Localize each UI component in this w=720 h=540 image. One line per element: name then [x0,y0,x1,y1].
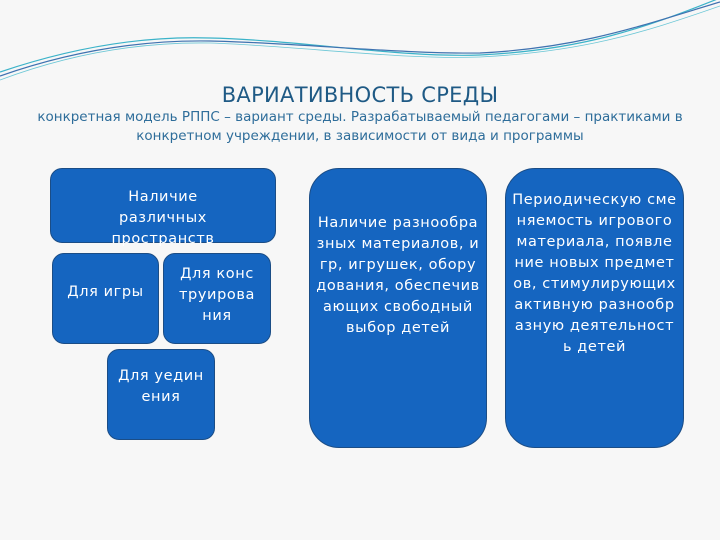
box-privacy: Для уединения [107,349,215,440]
box-play: Для игры [52,253,159,344]
slide-title: ВАРИАТИВНОСТЬ СРЕДЫ [221,83,499,107]
box-materials: Наличие разнообразных материалов, игр, и… [309,168,487,448]
box-materials-text: Наличие разнообразных материалов, игр, и… [316,215,480,336]
box-construct-text: Для конструирования [179,266,255,324]
box-play-text: Для игры [67,284,144,300]
box-spaces: Наличие различных пространств [50,168,276,247]
box-construct: Для конструирования [163,253,271,344]
box-rotation: Периодическую сменяемость игрового матер… [505,168,684,448]
box-rotation-text: Периодическую сменяемость игрового матер… [512,192,677,355]
decorative-wave [0,0,720,81]
slide-subtitle: конкретная модель РППС – вариант среды. … [37,109,683,144]
box-privacy-text: Для уединения [118,368,204,405]
box-spaces-text: Наличие различных пространств [111,189,215,247]
